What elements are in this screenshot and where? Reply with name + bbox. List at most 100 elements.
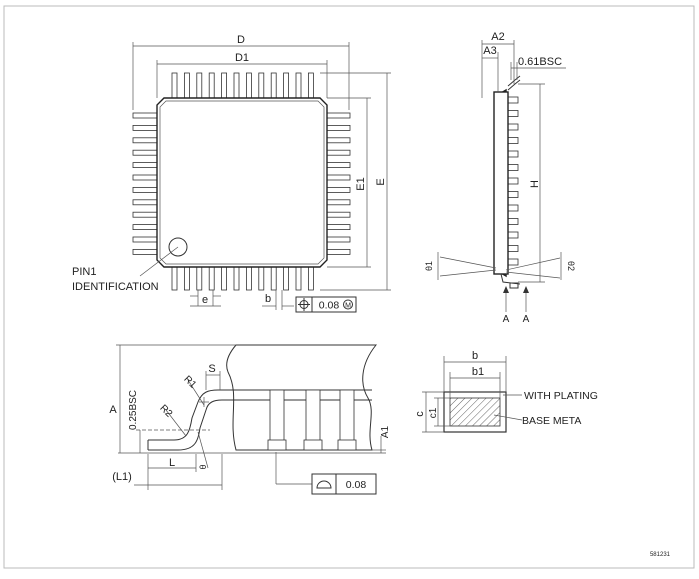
pin-lead-right bbox=[325, 236, 351, 243]
top-view: D D1 E1 E PIN1 IDENTIFICATION e b bbox=[72, 34, 391, 313]
pin-lead-bottom bbox=[283, 265, 290, 291]
pin1-leader bbox=[139, 246, 179, 277]
pin-lead-left bbox=[132, 149, 159, 156]
dim-b1-label: b1 bbox=[472, 366, 484, 378]
side-leads bbox=[505, 96, 519, 266]
pins-left bbox=[132, 112, 159, 255]
pin-lead-top bbox=[233, 72, 240, 100]
position-tolerance-frame bbox=[295, 296, 357, 313]
pin-lead-right bbox=[325, 248, 351, 255]
dim-s-label: S bbox=[208, 363, 215, 375]
pin-lead-right bbox=[325, 112, 351, 119]
pin1-label-line1: PIN1 bbox=[72, 266, 96, 278]
theta2-label: θ2 bbox=[566, 261, 576, 271]
dim-d1-label: D1 bbox=[235, 52, 249, 64]
r1-leader bbox=[187, 379, 205, 406]
dim-c1-label: c1 bbox=[428, 407, 439, 418]
pins-top bbox=[171, 72, 314, 100]
section-a-left-label: A bbox=[503, 314, 510, 325]
pin-lead-right bbox=[325, 174, 351, 181]
pin1-label-line2: IDENTIFICATION bbox=[72, 281, 159, 293]
mmc-symbol-label: M bbox=[345, 303, 351, 310]
pin-lead-right bbox=[325, 186, 351, 193]
pin-lead-left bbox=[132, 125, 159, 131]
dim-d-label: D bbox=[237, 34, 245, 46]
detail-lead-top bbox=[148, 389, 372, 441]
theta1-label: θ1 bbox=[424, 261, 434, 271]
pins-right bbox=[325, 112, 351, 255]
position-tolerance-value: 0.08 bbox=[319, 300, 340, 312]
side-view: A2 A3 0.61BSC H θ1 θ2 A A bbox=[424, 31, 576, 325]
dim-c-label: c bbox=[414, 411, 426, 417]
pin-lead-bottom bbox=[196, 265, 203, 291]
dim-a-label: A bbox=[109, 404, 117, 416]
pin-lead-right bbox=[325, 149, 351, 156]
sheet-border bbox=[3, 5, 695, 569]
section-a-right-label: A bbox=[523, 314, 530, 325]
pin-lead-left bbox=[132, 236, 159, 243]
pin-lead-left bbox=[132, 224, 159, 231]
r1-label: R1 bbox=[181, 374, 198, 391]
dim-e-label: E bbox=[375, 178, 387, 185]
pin-lead-top bbox=[307, 72, 314, 100]
footer-code: 581231 bbox=[650, 552, 671, 558]
base-metal-label: BASE META bbox=[522, 415, 581, 427]
dim-b-section-label: b bbox=[472, 350, 478, 362]
pin-lead-right bbox=[325, 125, 351, 131]
pin-lead-bottom bbox=[307, 265, 314, 291]
theta-leader bbox=[197, 431, 209, 469]
dim-e1-label: E1 bbox=[355, 177, 367, 190]
side-body-rect bbox=[493, 91, 509, 275]
dim-a3-label: A3 bbox=[483, 45, 496, 57]
dim-l-label: L bbox=[169, 457, 175, 469]
pin-lead-bottom bbox=[233, 265, 240, 291]
base-metal-leader bbox=[493, 414, 523, 421]
dim-b-top-label: b bbox=[265, 293, 271, 305]
pin-lead-top bbox=[208, 72, 215, 100]
theta-label: θ bbox=[198, 464, 208, 469]
package-body-inner bbox=[159, 100, 325, 265]
section-base-metal bbox=[449, 397, 501, 427]
pin-lead-left bbox=[132, 137, 159, 144]
pin-lead-bottom bbox=[171, 265, 178, 291]
pin-lead-left bbox=[132, 174, 159, 181]
pin-lead-top bbox=[221, 72, 228, 100]
lead-section-view: b b1 c c1 WITH PLATING BASE META bbox=[414, 350, 598, 433]
pin-lead-bottom bbox=[208, 265, 215, 291]
mmc-symbol-icon bbox=[343, 299, 353, 310]
pin-lead-bottom bbox=[295, 265, 302, 291]
pin-lead-top bbox=[196, 72, 203, 100]
pin-lead-bottom bbox=[245, 265, 252, 291]
detail-body-outline bbox=[226, 344, 378, 451]
pin-lead-bottom bbox=[258, 265, 265, 291]
lead-detail-view: A 0.25BSC R1 R2 S A1 θ L (L1) bbox=[109, 344, 391, 495]
pin-lead-right bbox=[325, 199, 351, 206]
dim-a2-label: A2 bbox=[491, 31, 504, 43]
pin-lead-left bbox=[132, 248, 159, 255]
pin-lead-top bbox=[183, 72, 190, 100]
pin-lead-top bbox=[295, 72, 302, 100]
pin-lead-right bbox=[325, 137, 351, 144]
detail-lead-bottom bbox=[148, 399, 372, 451]
pin-lead-bottom bbox=[221, 265, 228, 291]
pin-lead-right bbox=[325, 224, 351, 231]
pin-lead-bottom bbox=[270, 265, 277, 291]
pin-lead-right bbox=[325, 211, 351, 218]
pin-lead-top bbox=[171, 72, 178, 100]
pin-lead-top bbox=[270, 72, 277, 100]
pin1-marker-icon bbox=[168, 237, 188, 257]
lead-pitch-label: 0.61BSC bbox=[518, 56, 562, 68]
pin-lead-top bbox=[258, 72, 265, 100]
pin-lead-top bbox=[245, 72, 252, 100]
r2-leader bbox=[165, 409, 187, 437]
with-plating-label: WITH PLATING bbox=[524, 390, 598, 402]
pin-lead-top bbox=[283, 72, 290, 100]
gauge-label: 0.25BSC bbox=[128, 390, 139, 430]
coplanarity-value: 0.08 bbox=[346, 479, 367, 491]
pin-lead-left bbox=[132, 199, 159, 206]
pin-lead-left bbox=[132, 211, 159, 218]
pin-lead-right bbox=[325, 162, 351, 169]
pin-lead-left bbox=[132, 186, 159, 193]
